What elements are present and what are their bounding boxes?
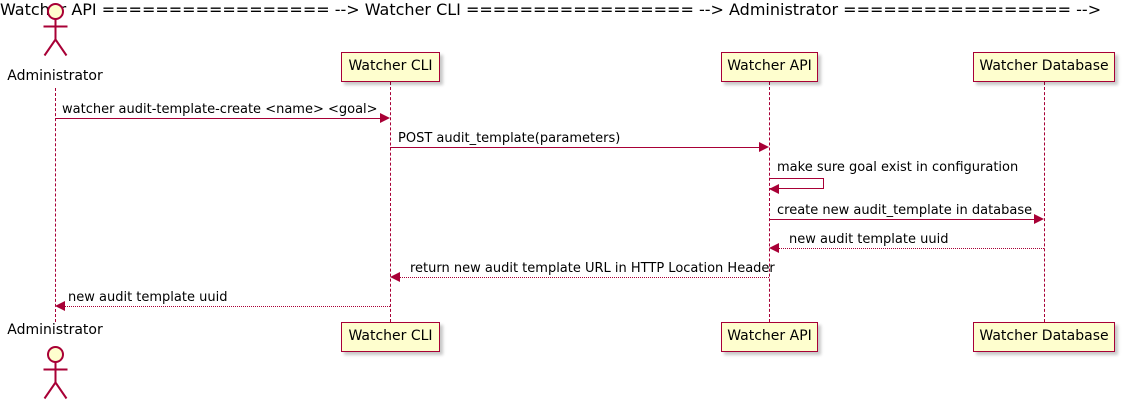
message-label-2: POST audit_template(parameters) xyxy=(398,131,621,146)
actor-administrator-top xyxy=(38,2,72,58)
message-label-4: create new audit_template in database xyxy=(777,203,1033,218)
message-label-1: watcher audit-template-create <name> <go… xyxy=(62,102,378,117)
participant-watcher-api-bottom[interactable]: Watcher API xyxy=(721,322,818,352)
message-self-loop-3 xyxy=(769,178,824,189)
lifeline-watcher-cli xyxy=(390,82,391,322)
message-line-4 xyxy=(769,219,1034,220)
message-line-5 xyxy=(779,248,1044,249)
message-label-6: return new audit template URL in HTTP Lo… xyxy=(410,261,775,276)
actor-administrator-bottom xyxy=(38,345,72,401)
message-arrowhead-2 xyxy=(759,142,769,152)
participant-watcher-cli-top[interactable]: Watcher CLI xyxy=(341,52,440,82)
participant-watcher-cli-bottom[interactable]: Watcher CLI xyxy=(341,322,440,352)
message-line-7 xyxy=(65,306,390,307)
message-arrowhead-4 xyxy=(1034,214,1044,224)
message-arrowhead-7 xyxy=(55,301,65,311)
message-arrowhead-6 xyxy=(390,272,400,282)
actor-label-administrator-top: Administrator xyxy=(7,68,103,84)
participant-watcher-database-bottom[interactable]: Watcher Database xyxy=(973,322,1115,352)
message-line-6 xyxy=(400,277,769,278)
message-label-3: make sure goal exist in configuration xyxy=(777,160,1019,175)
lifeline-watcher-database xyxy=(1044,82,1045,322)
message-label-7: new audit template uuid xyxy=(68,290,228,305)
participant-watcher-api-top[interactable]: Watcher API xyxy=(721,52,818,82)
message-line-1 xyxy=(55,118,380,119)
participant-watcher-database-top[interactable]: Watcher Database xyxy=(973,52,1115,82)
message-line-2 xyxy=(390,147,759,148)
lifeline-administrator xyxy=(55,88,56,322)
message-label-5: new audit template uuid xyxy=(789,232,949,247)
actor-label-administrator-bottom: Administrator xyxy=(7,322,103,338)
lifeline-watcher-api xyxy=(769,82,770,322)
message-arrowhead-5 xyxy=(769,243,779,253)
message-arrowhead-3 xyxy=(769,184,779,194)
message-arrowhead-1 xyxy=(380,113,390,123)
